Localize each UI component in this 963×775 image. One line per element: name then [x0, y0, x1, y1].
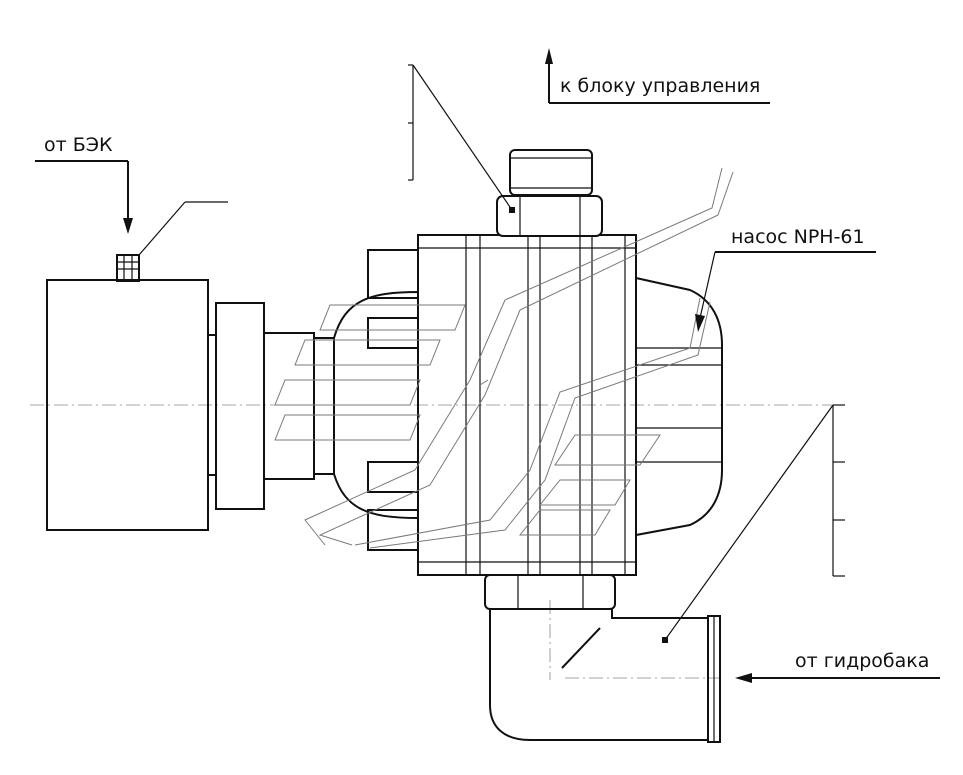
leader-from-tank: [735, 673, 940, 683]
arrow-up-icon: [545, 48, 553, 64]
bracket-top-left: [408, 64, 515, 213]
arrow-pump-icon: [695, 314, 705, 332]
bracket-right: [662, 404, 845, 643]
label-from-tank: от гидробака: [795, 650, 929, 672]
leader-from-bek: [35, 160, 228, 256]
pump-rear-cover: [635, 276, 723, 537]
center-lines: [30, 404, 840, 680]
label-pump: насос NPH-61: [731, 226, 865, 248]
motor-terminal-connector: [116, 254, 140, 282]
leader-control-unit: [545, 48, 770, 104]
label-from-bek: от БЭК: [44, 134, 113, 156]
pump-front-cover: [333, 249, 419, 551]
arrow-down-icon: [123, 218, 133, 234]
inlet-elbow-pipe: [489, 609, 721, 743]
leader-pump: [695, 251, 876, 332]
inlet-nut-bottom: [484, 574, 616, 610]
electric-motor: [46, 279, 335, 531]
outlet-fitting-top: [496, 149, 603, 237]
arrow-left-icon: [735, 673, 752, 683]
label-control-unit: к блоку управления: [560, 75, 760, 97]
section-hatching: [274, 167, 734, 549]
